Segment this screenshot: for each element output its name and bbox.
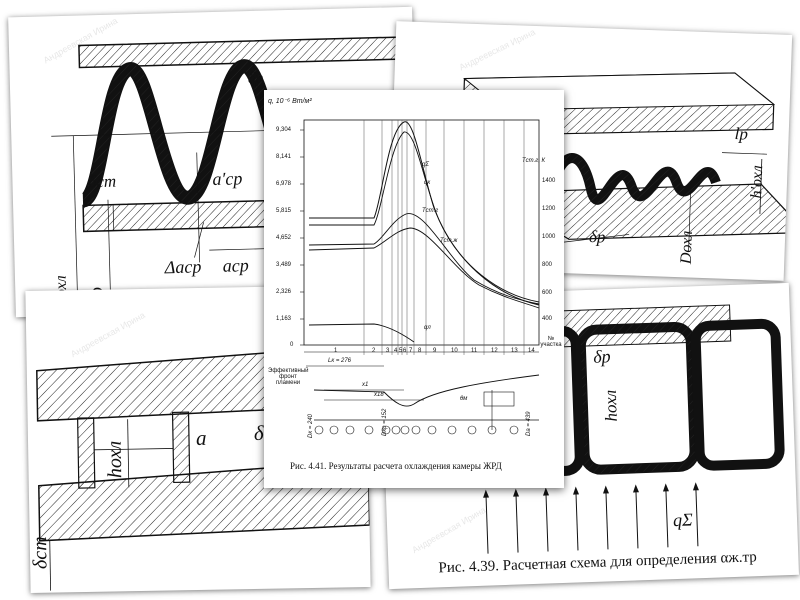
label-h-ohl-prime: h′охл — [748, 164, 767, 199]
section-number: 3 — [386, 348, 390, 354]
right-tick: 1200 — [542, 206, 556, 212]
y-tick: 9,304 — [276, 127, 292, 133]
y-tick: 2,326 — [276, 289, 292, 295]
section-number: 14 — [528, 348, 535, 354]
y-tick: 5,815 — [276, 208, 292, 214]
curve-label-q-l: qл — [424, 325, 431, 331]
section-number: 2 — [372, 348, 376, 354]
y-tick: 3,489 — [276, 262, 292, 268]
label-a-cp: aср — [222, 255, 249, 276]
flame-front-label: Эффективный фронт пламени — [268, 368, 309, 386]
label-delta-p-right: δр — [588, 227, 606, 247]
y-tick: 4,652 — [276, 235, 292, 241]
section-number: 4 — [394, 348, 398, 354]
curve-label-q-sum: qΣ — [422, 162, 429, 168]
section-number: 7 — [409, 348, 413, 354]
right-tick: 400 — [542, 316, 553, 322]
label-delta-p-br: δр — [592, 346, 611, 367]
d-k-label: Dк = 240 — [308, 413, 314, 438]
curve-t-st-g — [308, 213, 540, 305]
right-tick: 800 — [542, 262, 553, 268]
right-axis-label: Tст.г, К — [522, 158, 546, 164]
length-label: Lк = 276 — [328, 358, 352, 364]
cooling-results-chart — [300, 119, 540, 435]
label-delta-p: δр — [247, 69, 264, 88]
curve-label-t-st-zh: Tст.ж — [440, 238, 458, 244]
y-tick: 8,141 — [276, 154, 292, 160]
label-delta-a-cp: Δaср — [164, 256, 202, 278]
plot-frame — [303, 119, 540, 346]
curve-q-sum — [309, 121, 540, 306]
section-number: 1 — [334, 348, 338, 354]
section-number: 8 — [418, 348, 422, 354]
label-delta-st: δст — [88, 171, 117, 192]
right-tick: 600 — [542, 290, 553, 296]
curve-label-t-st-g: Tст.г — [422, 208, 439, 214]
right-tick: 1000 — [542, 234, 556, 240]
label-h-ohl-br: hохл — [600, 389, 621, 422]
right-tick: 1400 — [542, 178, 556, 184]
section-number: 13 — [511, 348, 518, 354]
curve-q-l — [308, 323, 415, 343]
y-tick: 0 — [290, 342, 294, 348]
x1-label: x1 — [362, 382, 369, 388]
figure-caption-4-41: Рис. 4.41. Результаты расчета охлаждения… — [290, 461, 502, 471]
section-number: 9 — [433, 348, 437, 354]
label-delta-st-left: δст — [28, 536, 52, 570]
y-tick: 1,163 — [276, 316, 292, 322]
section-number: 12 — [491, 348, 498, 354]
label-a-cp-prime: a′ср — [212, 168, 243, 190]
curve-t-st-zh — [308, 227, 540, 309]
section-number: 5 — [399, 348, 403, 354]
label-a: a — [195, 425, 207, 451]
x18-label: x18 — [374, 392, 384, 398]
d-a-label: Dа = 439 — [526, 411, 532, 436]
label-l-p: lр — [734, 124, 749, 144]
cooling-channel-circles — [314, 425, 519, 435]
label-d-ohl-right: Dохл — [677, 230, 696, 265]
section-number: 11 — [471, 348, 478, 354]
chart-page: q, 10⁻⁶ Вт/м² Tст.г, К 9,304 8,141 6,978… — [264, 90, 564, 488]
curve-label-q-k: qк — [424, 180, 431, 186]
section-gridlines — [363, 120, 525, 355]
section-number: 6 — [403, 348, 407, 354]
theta-label: θм — [460, 396, 468, 402]
section-label: № участка — [540, 336, 562, 348]
section-number: 10 — [451, 348, 458, 354]
label-h-ohl-left: hохл — [103, 440, 127, 479]
curve-q-k — [309, 131, 540, 303]
y-axis-label: q, 10⁻⁶ Вт/м² — [268, 98, 312, 105]
y-tick: 6,978 — [276, 181, 292, 187]
chamber-profile — [313, 374, 540, 407]
d-kr-label: Dкр = 152 — [382, 408, 388, 436]
label-delta: δ — [253, 420, 264, 446]
label-q-sigma: qΣ — [672, 509, 694, 531]
